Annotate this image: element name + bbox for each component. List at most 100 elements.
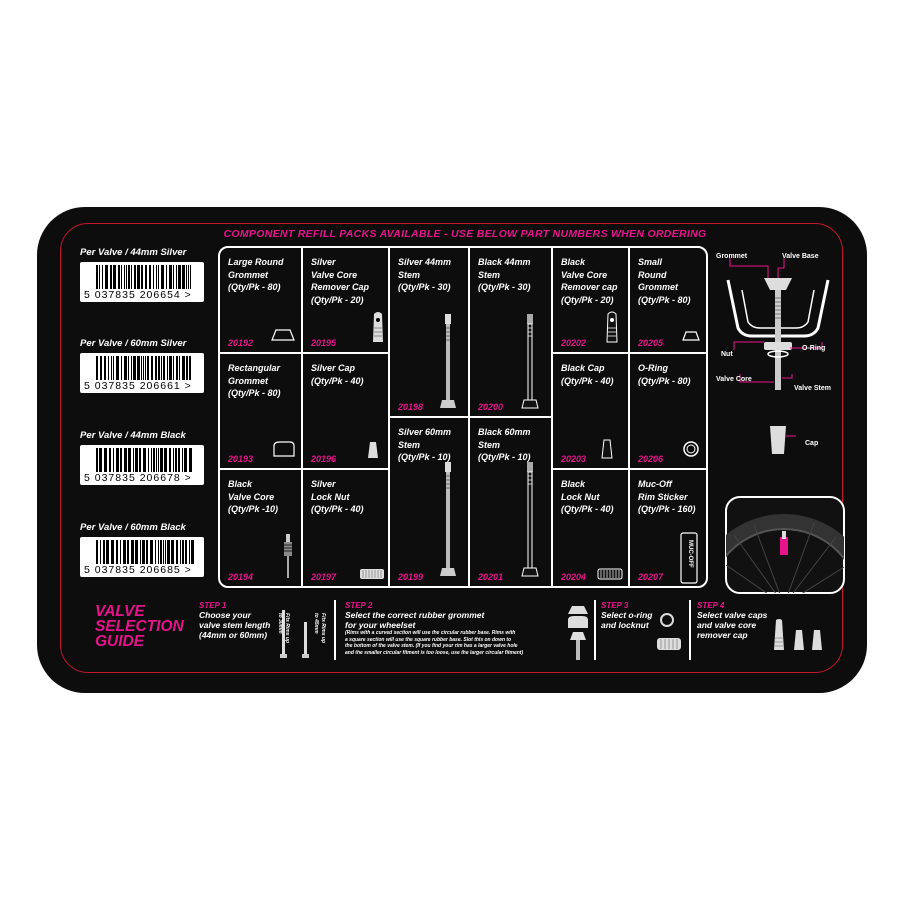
part-cell: Black Valve Core Remover cap (Qty/Pk - 2…	[553, 248, 630, 354]
part-name: Rectangular Grommet (Qty/Pk - 80)	[228, 363, 281, 398]
rectangular-grommet-icon	[273, 441, 295, 457]
part-code: 20193	[228, 454, 254, 464]
barcode-bars-icon	[96, 356, 191, 380]
part-cell: Black Cap (Qty/Pk - 40) 20203	[553, 354, 630, 470]
part-name: Large Round Grommet (Qty/Pk - 80)	[228, 257, 284, 292]
grommet-label: Grommet	[716, 253, 748, 260]
part-name: Black 60mm Stem (Qty/Pk - 10)	[478, 427, 531, 462]
large-round-grommet-icon	[271, 329, 295, 341]
part-cell: Black 44mm Stem (Qty/Pk - 30) 20200	[470, 248, 553, 418]
step-1: STEP 1 Choose your valve stem length (44…	[199, 601, 270, 640]
part-name: Small Round Grommet (Qty/Pk - 80)	[638, 257, 691, 305]
part-cell: Silver Valve Core Remover Cap (Qty/Pk - …	[303, 248, 390, 354]
part-cell: Black 60mm Stem (Qty/Pk - 10) 20201	[470, 418, 553, 586]
part-cell: Silver 60mm Stem (Qty/Pk - 10) 20199	[390, 418, 470, 586]
part-code: 20206	[638, 454, 664, 464]
small-round-grommet-icon	[682, 331, 700, 341]
step-divider	[334, 600, 336, 660]
sticker-text: MUC-OFF	[687, 540, 693, 568]
part-code: 20195	[311, 338, 337, 348]
step-label: STEP 3	[601, 601, 629, 610]
black-44mm-stem-icon	[521, 314, 539, 409]
part-name: Silver 60mm Stem (Qty/Pk - 10)	[398, 427, 452, 462]
refill-header: COMPONENT REFILL PACKS AVAILABLE - USE B…	[223, 228, 707, 240]
part-code: 20202	[561, 338, 587, 348]
part-name: Silver Valve Core Remover Cap (Qty/Pk - …	[311, 257, 370, 305]
barcode: 5 037835 206678 >	[80, 445, 204, 485]
barcode-label: Per Valve / 44mm Silver	[80, 247, 187, 258]
part-cell: O-Ring (Qty/Pk - 80) 20206	[630, 354, 706, 470]
wheel-illustration	[725, 496, 845, 594]
barcode-number: 5 037835 206685 >	[84, 564, 192, 576]
part-code: 20199	[398, 572, 424, 582]
barcode: 5 037835 206654 >	[80, 262, 204, 302]
part-code: 20207	[638, 572, 664, 582]
part-code: 20198	[398, 402, 424, 412]
valve-stem-label: Valve Stem	[794, 385, 831, 392]
barcode-label: Per Valve / 44mm Black	[80, 430, 186, 441]
barcode-number: 5 037835 206678 >	[84, 472, 192, 484]
part-code: 20192	[228, 338, 254, 348]
part-code: 20196	[311, 454, 337, 464]
valve-assembly-diagram	[726, 258, 830, 454]
part-cell: Silver Lock Nut (Qty/Pk - 40) 20197	[303, 470, 390, 586]
valve-base-label: Valve Base	[782, 253, 819, 260]
step-divider	[689, 600, 691, 660]
step-text: Choose your valve stem length (44mm or 6…	[199, 610, 271, 640]
part-name: Silver 44mm Stem (Qty/Pk - 30)	[398, 257, 452, 292]
black-valve-core-remover-cap-icon	[606, 311, 618, 343]
silver-lock-nut-icon	[360, 569, 384, 579]
part-cell: Black Lock Nut (Qty/Pk - 40) 20204	[553, 470, 630, 586]
part-code: 20205	[638, 338, 664, 348]
black-60mm-stem-icon	[521, 462, 539, 577]
o-ring-locknut-icon	[657, 613, 681, 650]
part-cell: Large Round Grommet (Qty/Pk - 80) 20192	[220, 248, 303, 354]
black-cap-icon	[601, 439, 613, 459]
part-code: 20200	[478, 402, 504, 412]
barcode-bars-icon	[96, 540, 194, 564]
stem-fit-note: Fits Rims up to 30mm	[277, 613, 291, 644]
step-label: STEP 4	[697, 601, 725, 610]
valve-selection-title: VALVE SELECTION GUIDE	[95, 603, 184, 650]
part-name: O-Ring (Qty/Pk - 80)	[638, 363, 691, 386]
step-text: Select valve caps and valve core remover…	[697, 610, 768, 640]
o-ring-icon	[683, 441, 699, 457]
o-ring-label: O-Ring	[802, 345, 826, 352]
stem-fit-note: Fits Rims up to 45mm	[313, 613, 327, 644]
valve-core-label: Valve Core	[716, 376, 752, 383]
step-note: (Rims with a curved section will use the…	[345, 630, 524, 656]
part-name: Black Valve Core (Qty/Pk -10)	[228, 479, 279, 514]
part-name: Black Valve Core Remover cap (Qty/Pk - 2…	[561, 257, 618, 305]
barcode-number: 5 037835 206661 >	[84, 380, 192, 392]
part-code: 20203	[561, 454, 587, 464]
barcode: 5 037835 206685 >	[80, 537, 204, 577]
cap-label: Cap	[805, 440, 819, 447]
part-name: Silver Cap (Qty/Pk - 40)	[311, 363, 364, 386]
barcode-bars-icon	[96, 448, 192, 472]
part-cell: Small Round Grommet (Qty/Pk - 80) 20205	[630, 248, 706, 354]
silver-60mm-stem-icon	[440, 462, 456, 576]
part-name: Black Cap (Qty/Pk - 40)	[561, 363, 614, 386]
part-name: Black 44mm Stem (Qty/Pk - 30)	[478, 257, 531, 292]
nut-label: Nut	[721, 351, 733, 358]
barcode-label: Per Valve / 60mm Silver	[80, 338, 187, 349]
barcode: 5 037835 206661 >	[80, 353, 204, 393]
part-name: Muc-Off Rim Sticker (Qty/Pk - 160)	[638, 479, 696, 514]
barcode-number: 5 037835 206654 >	[84, 289, 192, 301]
parts-grid: Large Round Grommet (Qty/Pk - 80) 20192 …	[218, 246, 708, 588]
part-name: Silver Lock Nut (Qty/Pk - 40)	[311, 479, 364, 514]
step-4: STEP 4 Select valve caps and valve core …	[697, 601, 767, 640]
part-code: 20197	[311, 572, 337, 582]
valve-caps-icon	[774, 619, 822, 650]
step-label: STEP 1	[199, 601, 227, 610]
silver-44mm-stem-icon	[440, 314, 456, 408]
part-code: 20204	[561, 572, 587, 582]
part-cell: Black Valve Core (Qty/Pk -10) 20194	[220, 470, 303, 586]
part-code: 20194	[228, 572, 254, 582]
step-divider	[594, 600, 596, 660]
rim-sticker-icon: MUC-OFF	[680, 532, 698, 584]
valve-core-remover-cap-icon	[373, 312, 383, 342]
black-lock-nut-icon	[597, 568, 623, 580]
part-code: 20201	[478, 572, 504, 582]
part-cell: Muc-Off Rim Sticker (Qty/Pk - 160) MUC-O…	[630, 470, 706, 586]
